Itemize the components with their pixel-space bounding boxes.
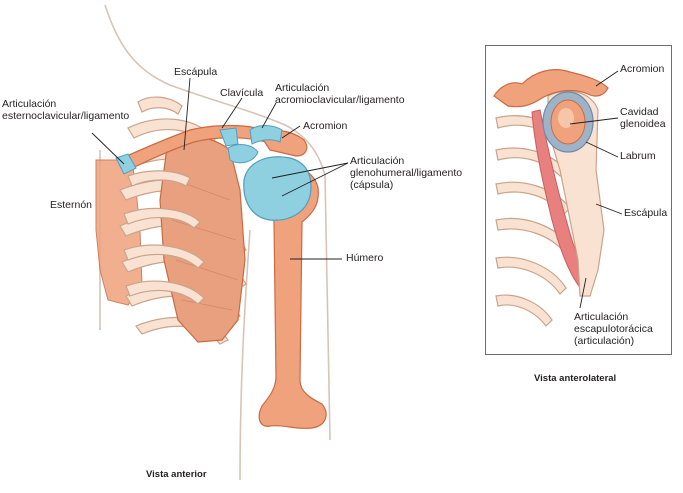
label-inset-acromion: Acromion bbox=[620, 63, 665, 75]
glenoid-highlight bbox=[558, 108, 574, 128]
label-inset-labrum: Labrum bbox=[620, 150, 656, 162]
coracoid-process bbox=[227, 144, 259, 164]
leader-lines-anterior bbox=[91, 77, 349, 260]
sternoclavicular-ligament bbox=[115, 153, 137, 175]
caption-anterolateral: Vista anterolateral bbox=[534, 373, 617, 384]
label-acromion: Acromion bbox=[303, 120, 348, 132]
coracoclavicular-ligament bbox=[219, 127, 239, 147]
label-glenohumeral: Articulación glenohumeral/ligamento (cáp… bbox=[350, 155, 463, 191]
caption-anterior: Vista anterior bbox=[146, 469, 207, 480]
label-clavicula: Clavícula bbox=[220, 87, 264, 99]
label-inset-escapula: Escápula bbox=[624, 207, 668, 219]
label-esternoclavicular: Articulación esternoclavicular/ligamento bbox=[2, 98, 130, 122]
inset-acromion bbox=[493, 69, 609, 108]
label-inset-cavidad: Cavidad glenoidea bbox=[620, 106, 666, 130]
rib-cage-front bbox=[123, 170, 205, 305]
glenohumeral-capsule bbox=[243, 156, 312, 221]
anterolateral-frame bbox=[485, 45, 672, 355]
leader-lines-inset bbox=[569, 70, 623, 309]
label-escapula: Escápula bbox=[174, 66, 218, 78]
label-acromioclavicular: Articulación acromioclavicular/ligamento bbox=[275, 82, 405, 106]
acromioclavicular-ligament bbox=[249, 125, 283, 145]
label-humero: Húmero bbox=[346, 252, 384, 264]
scapula-striations bbox=[171, 179, 239, 311]
label-inset-escapulotoracica: Articulación escapulotorácica (articulac… bbox=[574, 311, 653, 347]
label-esternon: Esternón bbox=[50, 199, 93, 211]
humerus bbox=[258, 166, 327, 430]
